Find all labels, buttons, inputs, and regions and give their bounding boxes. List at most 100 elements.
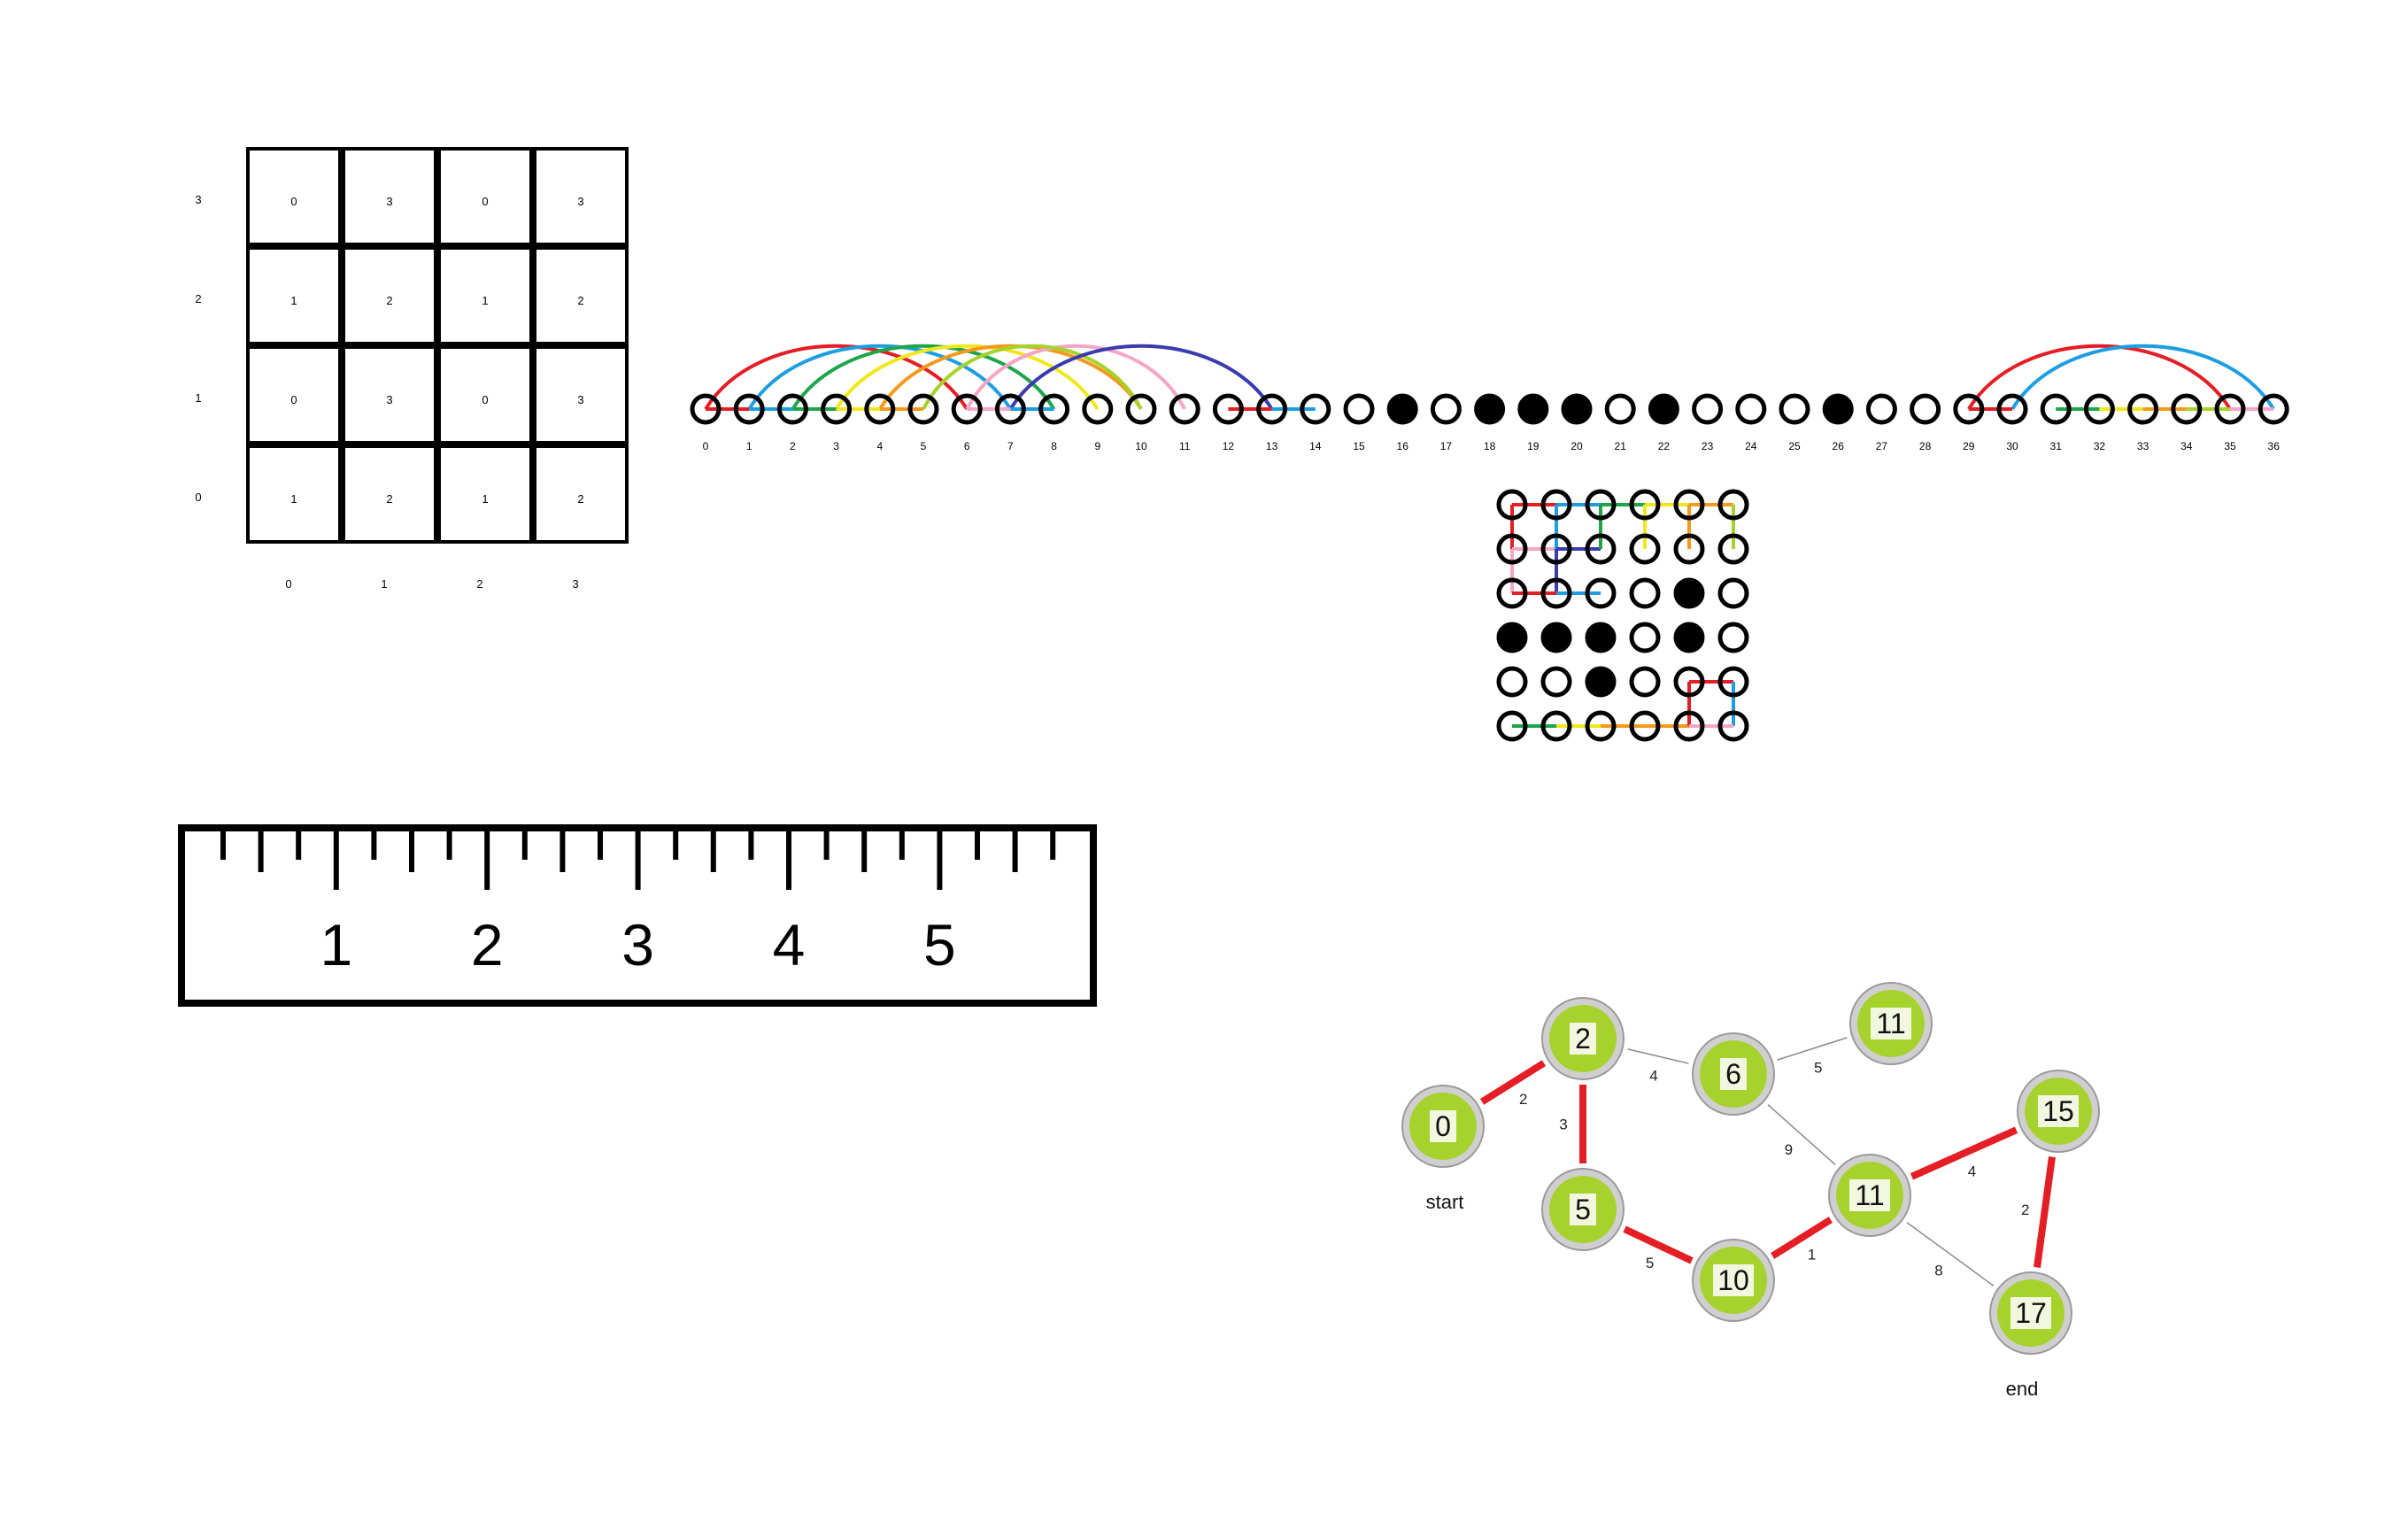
grid-col-label: 1 xyxy=(381,577,387,591)
number-line-node xyxy=(1822,393,1854,425)
grid-col-label: 2 xyxy=(476,577,482,591)
grid-cell-value: 2 xyxy=(386,492,392,506)
number-line-node xyxy=(1386,393,1418,425)
number-line-node xyxy=(2171,393,2203,425)
graph-edge-highlight xyxy=(1771,1217,1833,1259)
dot-grid-node xyxy=(1496,577,1528,609)
graph-node-label-bg xyxy=(1720,1058,1747,1090)
number-line-label: 34 xyxy=(2180,440,2193,452)
number-line-node xyxy=(1082,393,1114,425)
ruler-ticks xyxy=(220,831,1056,890)
grid-col-label: 3 xyxy=(572,577,578,591)
number-line-node xyxy=(1996,393,2028,425)
grid-row-label: 0 xyxy=(195,491,201,504)
dot-grid-node xyxy=(1673,577,1705,609)
dot-grid-node xyxy=(1496,533,1528,565)
number-line-label: 7 xyxy=(1007,440,1014,452)
number-line-node xyxy=(1430,393,1462,425)
graph-edge-weight: 4 xyxy=(1649,1067,1657,1084)
dot-grid-node xyxy=(1717,577,1749,609)
dot-grid-node xyxy=(1717,533,1749,565)
number-line-label: 12 xyxy=(1223,440,1235,452)
number-line-node xyxy=(1865,393,1897,425)
number-line-node xyxy=(1256,393,1288,425)
graph-node-label-bg xyxy=(1570,1194,1596,1225)
grid-cell xyxy=(342,345,437,444)
graph-edge-weight: 3 xyxy=(1559,1117,1567,1133)
grid-row-label: 3 xyxy=(195,193,201,206)
grid-cell-value: 2 xyxy=(386,294,392,307)
number-line-node xyxy=(907,393,939,425)
number-line-label: 24 xyxy=(1745,440,1757,452)
number-line-node xyxy=(733,393,765,425)
number-line-node xyxy=(2214,393,2246,425)
grid-cell xyxy=(437,345,533,444)
graph-node-label-bg xyxy=(1713,1264,1754,1296)
graph-node-label: 5 xyxy=(1575,1194,1591,1225)
grid-cell-value: 0 xyxy=(290,195,297,208)
dot-grid-node xyxy=(1629,577,1661,609)
number-line-node xyxy=(690,393,722,425)
dot-grid-node xyxy=(1540,622,1572,653)
dot-grid-node xyxy=(1673,666,1705,698)
number-line-label: 25 xyxy=(1788,440,1801,452)
number-line-node xyxy=(2040,393,2072,425)
dot-grid-node xyxy=(1540,489,1572,521)
number-line-arc xyxy=(965,344,1186,410)
number-line-node xyxy=(1474,393,1506,425)
number-line-label: 5 xyxy=(921,440,927,452)
grid-cell-value: 2 xyxy=(577,294,583,307)
number-line-label: 33 xyxy=(2137,440,2149,452)
number-line-label: 18 xyxy=(1484,440,1496,452)
grid-cell-value: 0 xyxy=(482,195,488,208)
graph-edge-highlight xyxy=(1479,1060,1547,1105)
grid-cell xyxy=(246,345,342,444)
number-line-arc xyxy=(1967,344,2232,411)
ruler-label: 2 xyxy=(471,912,504,978)
number-line-node xyxy=(1517,393,1549,425)
number-line-label: 32 xyxy=(2094,440,2106,452)
grid-cell xyxy=(342,444,437,544)
ruler-label: 3 xyxy=(621,912,654,978)
number-line-node xyxy=(1038,393,1070,425)
number-line-label: 8 xyxy=(1051,440,1057,452)
number-line-node xyxy=(1692,393,1724,425)
grid-row-label: 2 xyxy=(195,292,201,305)
graph-node-label-bg xyxy=(1849,1179,1890,1211)
dot-grid-node xyxy=(1629,622,1661,653)
graph-edge-weight: 2 xyxy=(1519,1091,1527,1108)
grid-cell-value: 2 xyxy=(577,492,583,506)
number-line-node xyxy=(1910,393,1941,425)
graph-edge xyxy=(1627,1048,1689,1064)
grid-cell-value: 1 xyxy=(290,492,297,506)
dot-grid-node xyxy=(1585,622,1617,653)
dot-grid-node xyxy=(1496,489,1528,521)
dot-grid-node xyxy=(1673,710,1705,742)
dot-grid-node xyxy=(1585,489,1617,521)
number-line-label: 9 xyxy=(1094,440,1100,452)
graph-edge xyxy=(1906,1222,1995,1287)
grid-cell xyxy=(533,246,629,345)
number-line-node xyxy=(1125,393,1157,425)
number-line-arc xyxy=(834,344,1100,411)
graph-node-label: 10 xyxy=(1717,1264,1749,1296)
graph-edge-weight: 5 xyxy=(1646,1255,1654,1271)
graph-start-label: start xyxy=(1426,1191,1464,1213)
graph-node-label-bg xyxy=(2038,1095,2079,1127)
ruler-label: 1 xyxy=(320,912,352,978)
dot-grid-node xyxy=(1585,710,1617,742)
number-line-label: 17 xyxy=(1440,440,1453,452)
number-line-node xyxy=(1169,393,1200,425)
number-line-label: 31 xyxy=(2050,440,2063,452)
graph-node-label: 11 xyxy=(1855,1179,1884,1211)
dot-grid-node xyxy=(1585,666,1617,698)
dot-grid-node xyxy=(1717,622,1749,653)
grid-cell xyxy=(342,147,437,246)
graph-node-label-bg xyxy=(2011,1297,2051,1329)
number-line-arc xyxy=(2011,344,2275,411)
number-line-label: 11 xyxy=(1179,440,1191,452)
number-line-node xyxy=(1779,393,1810,425)
number-line-arc xyxy=(791,344,1056,411)
